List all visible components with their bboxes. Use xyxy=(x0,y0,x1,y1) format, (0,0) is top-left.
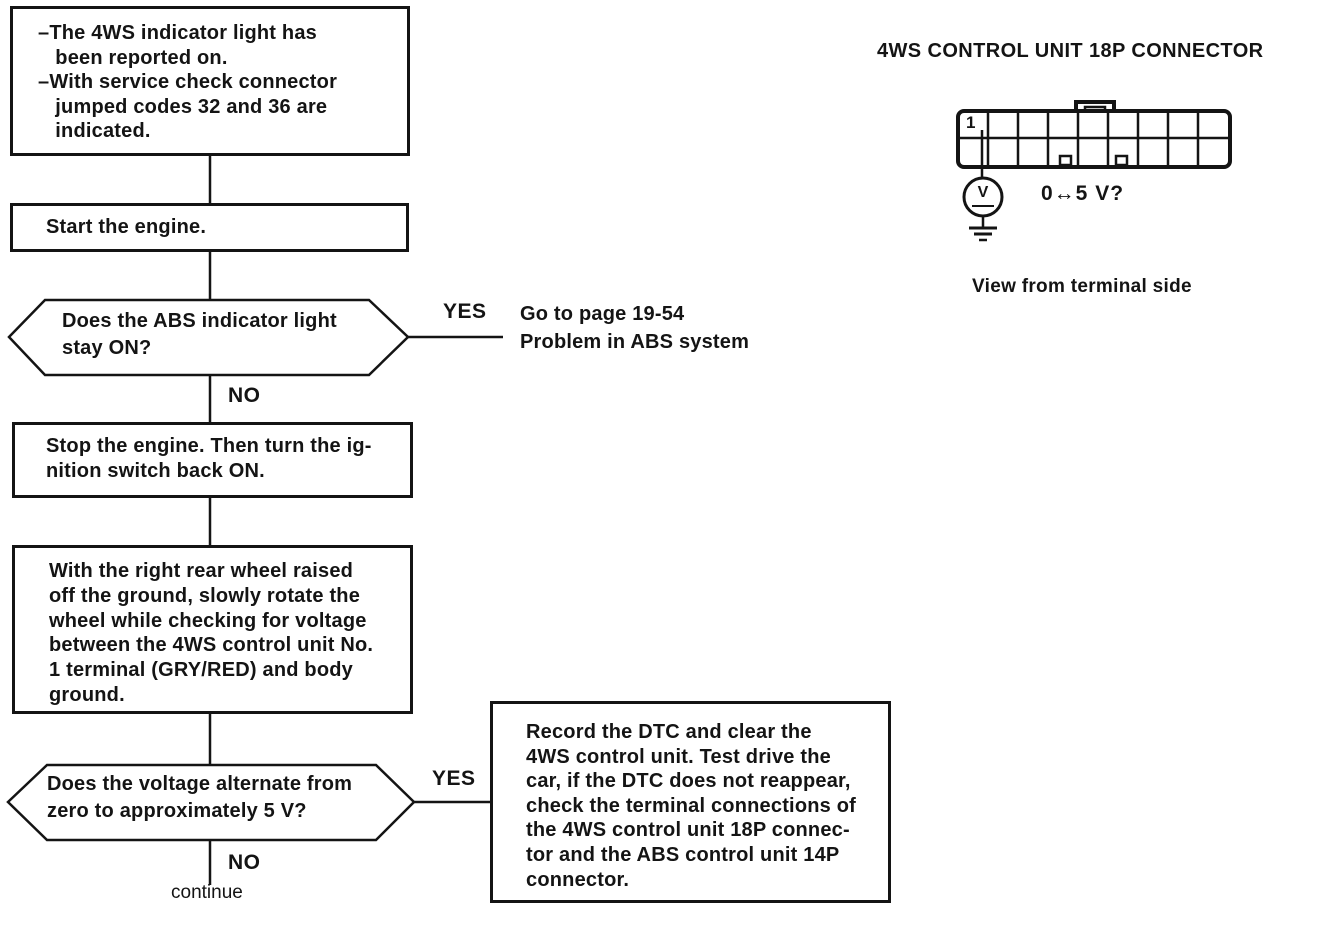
goto-reference-text: Go to page 19-54 Problem in ABS system xyxy=(520,303,750,353)
start-engine-box: Start the engine. xyxy=(10,203,409,252)
voltage-question-label: 0↔5 V? xyxy=(1041,182,1125,205)
record-dtc-box: Record the DTC and clear the 4WS control… xyxy=(490,701,891,903)
pin-1-label: 1 xyxy=(966,113,976,132)
decision-voltage-text: Does the voltage alternate from zero to … xyxy=(47,773,353,822)
wheel-check-box: With the right rear wheel raised off the… xyxy=(12,545,413,714)
yes-label-voltage: YES xyxy=(432,767,476,790)
decision-abs-text: Does the ABS indicator light stay ON? xyxy=(62,310,337,359)
connector-key-notch xyxy=(1114,154,1129,167)
yes-label-abs: YES xyxy=(443,300,487,323)
decision-hexagon-voltage xyxy=(6,763,416,842)
decision-hexagon-abs xyxy=(7,298,410,377)
symptom-box: –The 4WS indicator light has been report… xyxy=(10,6,410,156)
connector-key-notch xyxy=(1058,154,1073,167)
terminal-side-caption: View from terminal side xyxy=(972,276,1192,297)
no-label-voltage: NO xyxy=(228,851,261,874)
no-label-abs: NO xyxy=(228,384,261,407)
connector-diagram-title: 4WS CONTROL UNIT 18P CONNECTOR xyxy=(877,40,1264,62)
stop-engine-box: Stop the engine. Then turn the ig- nitio… xyxy=(12,422,413,498)
continue-label: continue xyxy=(171,882,243,903)
voltmeter-v-label: V xyxy=(972,184,994,207)
